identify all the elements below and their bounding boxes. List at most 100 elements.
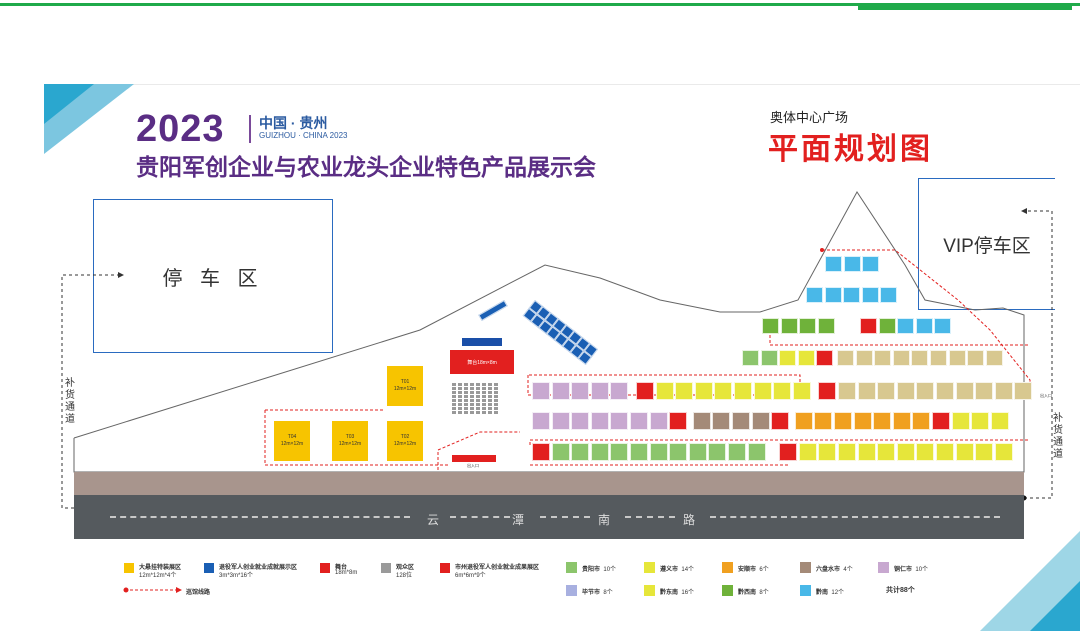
audience-seat [452, 407, 456, 410]
city-booth [590, 382, 609, 400]
city-legend-label: 黔南 12个 [816, 590, 845, 596]
city-legend-label: 贵阳市 10个 [582, 567, 617, 573]
audience-seat [494, 399, 498, 402]
corner-triangle-top-left [44, 84, 134, 154]
audience-seat [464, 383, 468, 386]
city-legend-label: 安顺市 6个 [738, 567, 769, 573]
city-booth [751, 412, 770, 430]
audience-seat [494, 395, 498, 398]
audience-seat [494, 403, 498, 406]
top-accent-bar [0, 3, 1080, 6]
audience-seat [452, 391, 456, 394]
city-booth [649, 412, 668, 430]
city-legend-swatch [878, 562, 889, 573]
sidewalk-strip [74, 472, 1024, 495]
stage: 舞台18m×8m [450, 350, 514, 374]
city-booth [877, 443, 896, 461]
city-booth [773, 382, 792, 400]
city-booth [649, 443, 668, 461]
audience-seat [482, 403, 486, 406]
audience-seat [494, 391, 498, 394]
city-booth [843, 287, 861, 303]
city-booth [967, 350, 985, 366]
city-booth [816, 350, 834, 366]
city-booth [610, 443, 629, 461]
city-legend-swatch [566, 562, 577, 573]
audience-seat [452, 399, 456, 402]
city-booth [732, 412, 750, 430]
city-booth [912, 412, 931, 430]
city-booth [817, 318, 835, 334]
venue-name: 奥体中心广场 [770, 110, 849, 125]
audience-seat [464, 387, 468, 390]
top-accent-bar-thick [858, 3, 1072, 10]
audience-seat [476, 387, 480, 390]
stage-backdrop [462, 338, 502, 346]
year-title: 2023 [136, 108, 225, 150]
city-booth [951, 412, 970, 430]
city-legend-swatch [644, 562, 655, 573]
city-booth [794, 412, 813, 430]
city-booth [734, 382, 752, 400]
audience-seat [458, 391, 462, 394]
city-booth [728, 443, 746, 461]
legend-swatch [124, 563, 134, 573]
city-booth [994, 382, 1013, 400]
route-legend-line [123, 587, 182, 593]
city-legend-swatch [800, 562, 811, 573]
audience-seat [482, 387, 486, 390]
city-booth [936, 443, 954, 461]
audience-seat [476, 399, 480, 402]
audience-seat [488, 395, 492, 398]
city-booth [975, 443, 994, 461]
city-booth [874, 350, 892, 366]
city-booth [896, 443, 915, 461]
city-booth [824, 287, 842, 303]
city-booth [571, 443, 590, 461]
city-booth [747, 443, 766, 461]
title-divider [249, 115, 251, 143]
legend-sub: 18m*8m [335, 570, 358, 576]
city-booth [630, 412, 648, 430]
city-booth [853, 412, 872, 430]
city-legend-swatch [644, 585, 655, 596]
supply-lane-right-label: 补货通道 [1053, 413, 1063, 460]
city-booth [825, 256, 842, 272]
audience-seat [488, 383, 492, 386]
audience-seat [452, 395, 456, 398]
city-booth [896, 382, 915, 400]
audience-seat [458, 407, 462, 410]
legend-sub: 128位 [396, 573, 413, 579]
audience-seat [470, 391, 474, 394]
parking-area: 停 车 区 [93, 199, 333, 353]
city-booth [714, 382, 733, 400]
city-booth [930, 350, 947, 366]
legend-swatch [440, 563, 450, 573]
audience-seat [470, 387, 474, 390]
city-booth [551, 382, 570, 400]
city-legend-swatch [722, 562, 733, 573]
legend-title: 观众区 [396, 565, 415, 571]
city-booth [843, 256, 861, 272]
city-booth [838, 382, 856, 400]
city-booth [806, 287, 823, 303]
city-booth [862, 256, 880, 272]
audience-seat [464, 395, 468, 398]
audience-seat [464, 399, 468, 402]
city-booth [760, 350, 778, 366]
city-booth [880, 287, 898, 303]
city-booth [708, 443, 727, 461]
city-booth [975, 382, 994, 400]
city-booth [571, 382, 590, 400]
audience-seat [452, 383, 456, 386]
city-booth [838, 443, 856, 461]
city-legend-label: 遵义市 14个 [660, 567, 695, 573]
city-booth [971, 412, 990, 430]
legend-title: 市州退役军人创业就业成果展区 [455, 565, 540, 571]
road-center-line [540, 516, 590, 518]
city-booth [571, 412, 590, 430]
audience-seat [458, 383, 462, 386]
city-booth [792, 382, 811, 400]
audience-seat [476, 383, 480, 386]
